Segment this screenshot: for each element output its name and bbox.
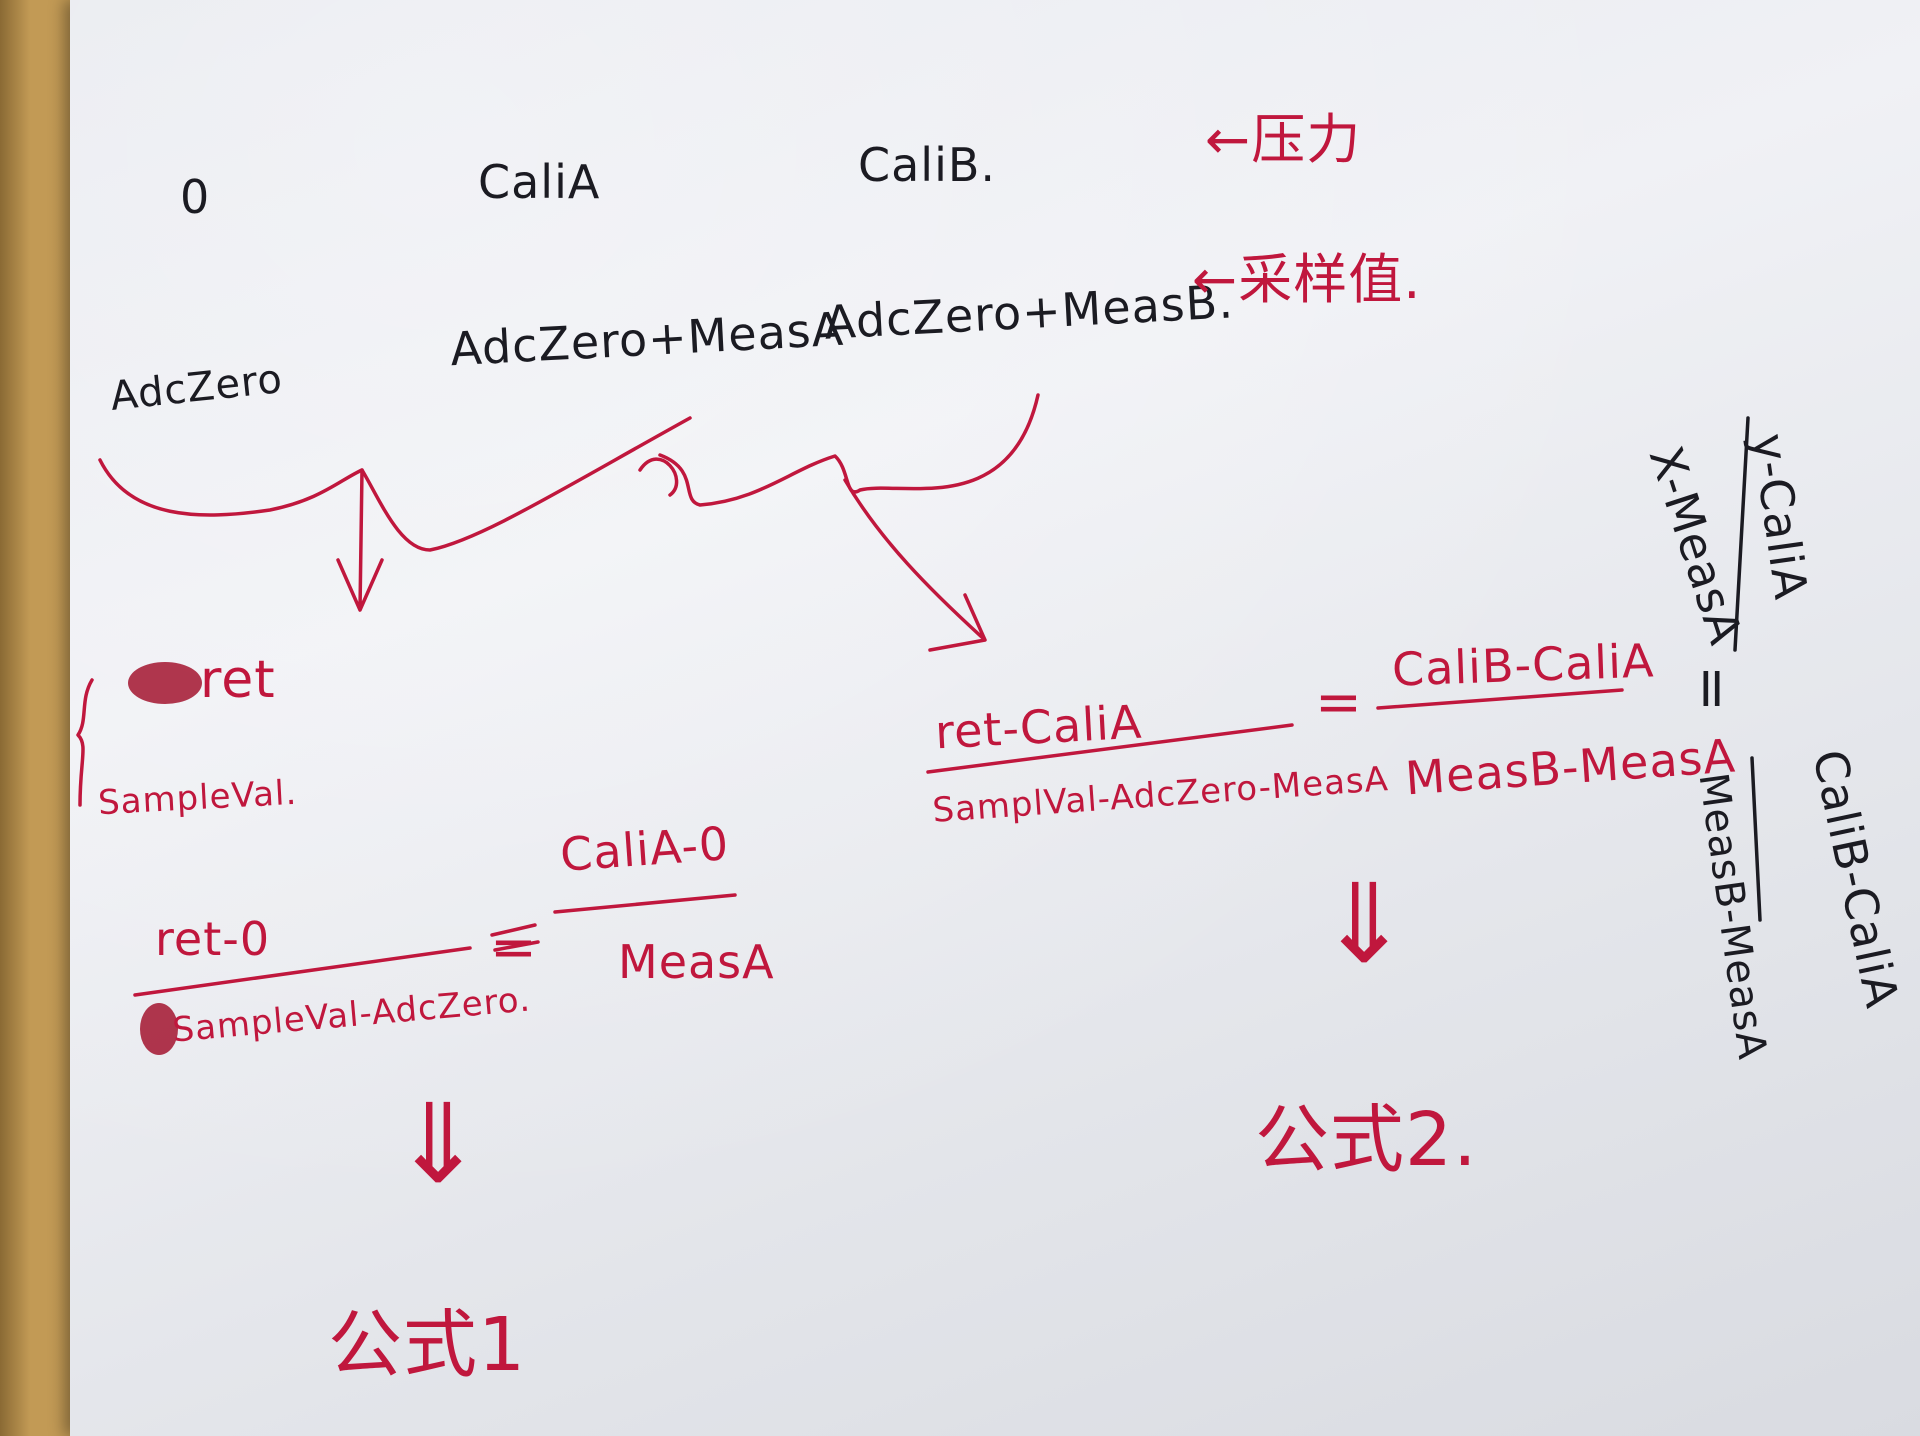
curve-loop — [638, 457, 679, 497]
pressure-curve — [98, 393, 1040, 552]
label-cali-a: CaliA — [478, 155, 601, 209]
scribble-mark — [128, 662, 202, 704]
arrow-right-down — [843, 478, 987, 652]
legend-pressure: ←压力 — [1205, 108, 1362, 171]
side-rhs-bar — [1750, 756, 1762, 922]
scribble-mark-2 — [140, 1003, 178, 1055]
f1-rhs-den: MeasA — [618, 935, 775, 989]
f1-rhs-bar — [553, 893, 737, 914]
paper-sheet — [70, 0, 1920, 1436]
left-brace — [76, 678, 94, 807]
f1-lhs-bar — [133, 946, 472, 997]
f2-rhs-bar — [1376, 688, 1624, 710]
f2-name: 公式2. — [1255, 1097, 1478, 1183]
paper-lighting — [70, 0, 1920, 1436]
f1-down-arrow: ⇓ — [392, 1080, 486, 1208]
arrow-left-down — [336, 468, 384, 612]
f1-name: 公式1 — [328, 1302, 527, 1388]
f2-equals: = — [1315, 670, 1363, 735]
f1-eq-lines — [490, 923, 540, 952]
left-ret: ret — [200, 650, 276, 710]
f1-lhs-num: ret-0 — [155, 912, 271, 966]
label-zero: 0 — [180, 170, 211, 224]
f2-lhs-bar — [926, 723, 1294, 774]
f2-down-arrow: ⇓ — [1318, 860, 1412, 988]
side-lhs-bar — [1733, 416, 1750, 652]
legend-sample-value: ←采样值. — [1192, 248, 1422, 311]
label-cali-b: CaliB. — [858, 138, 997, 192]
